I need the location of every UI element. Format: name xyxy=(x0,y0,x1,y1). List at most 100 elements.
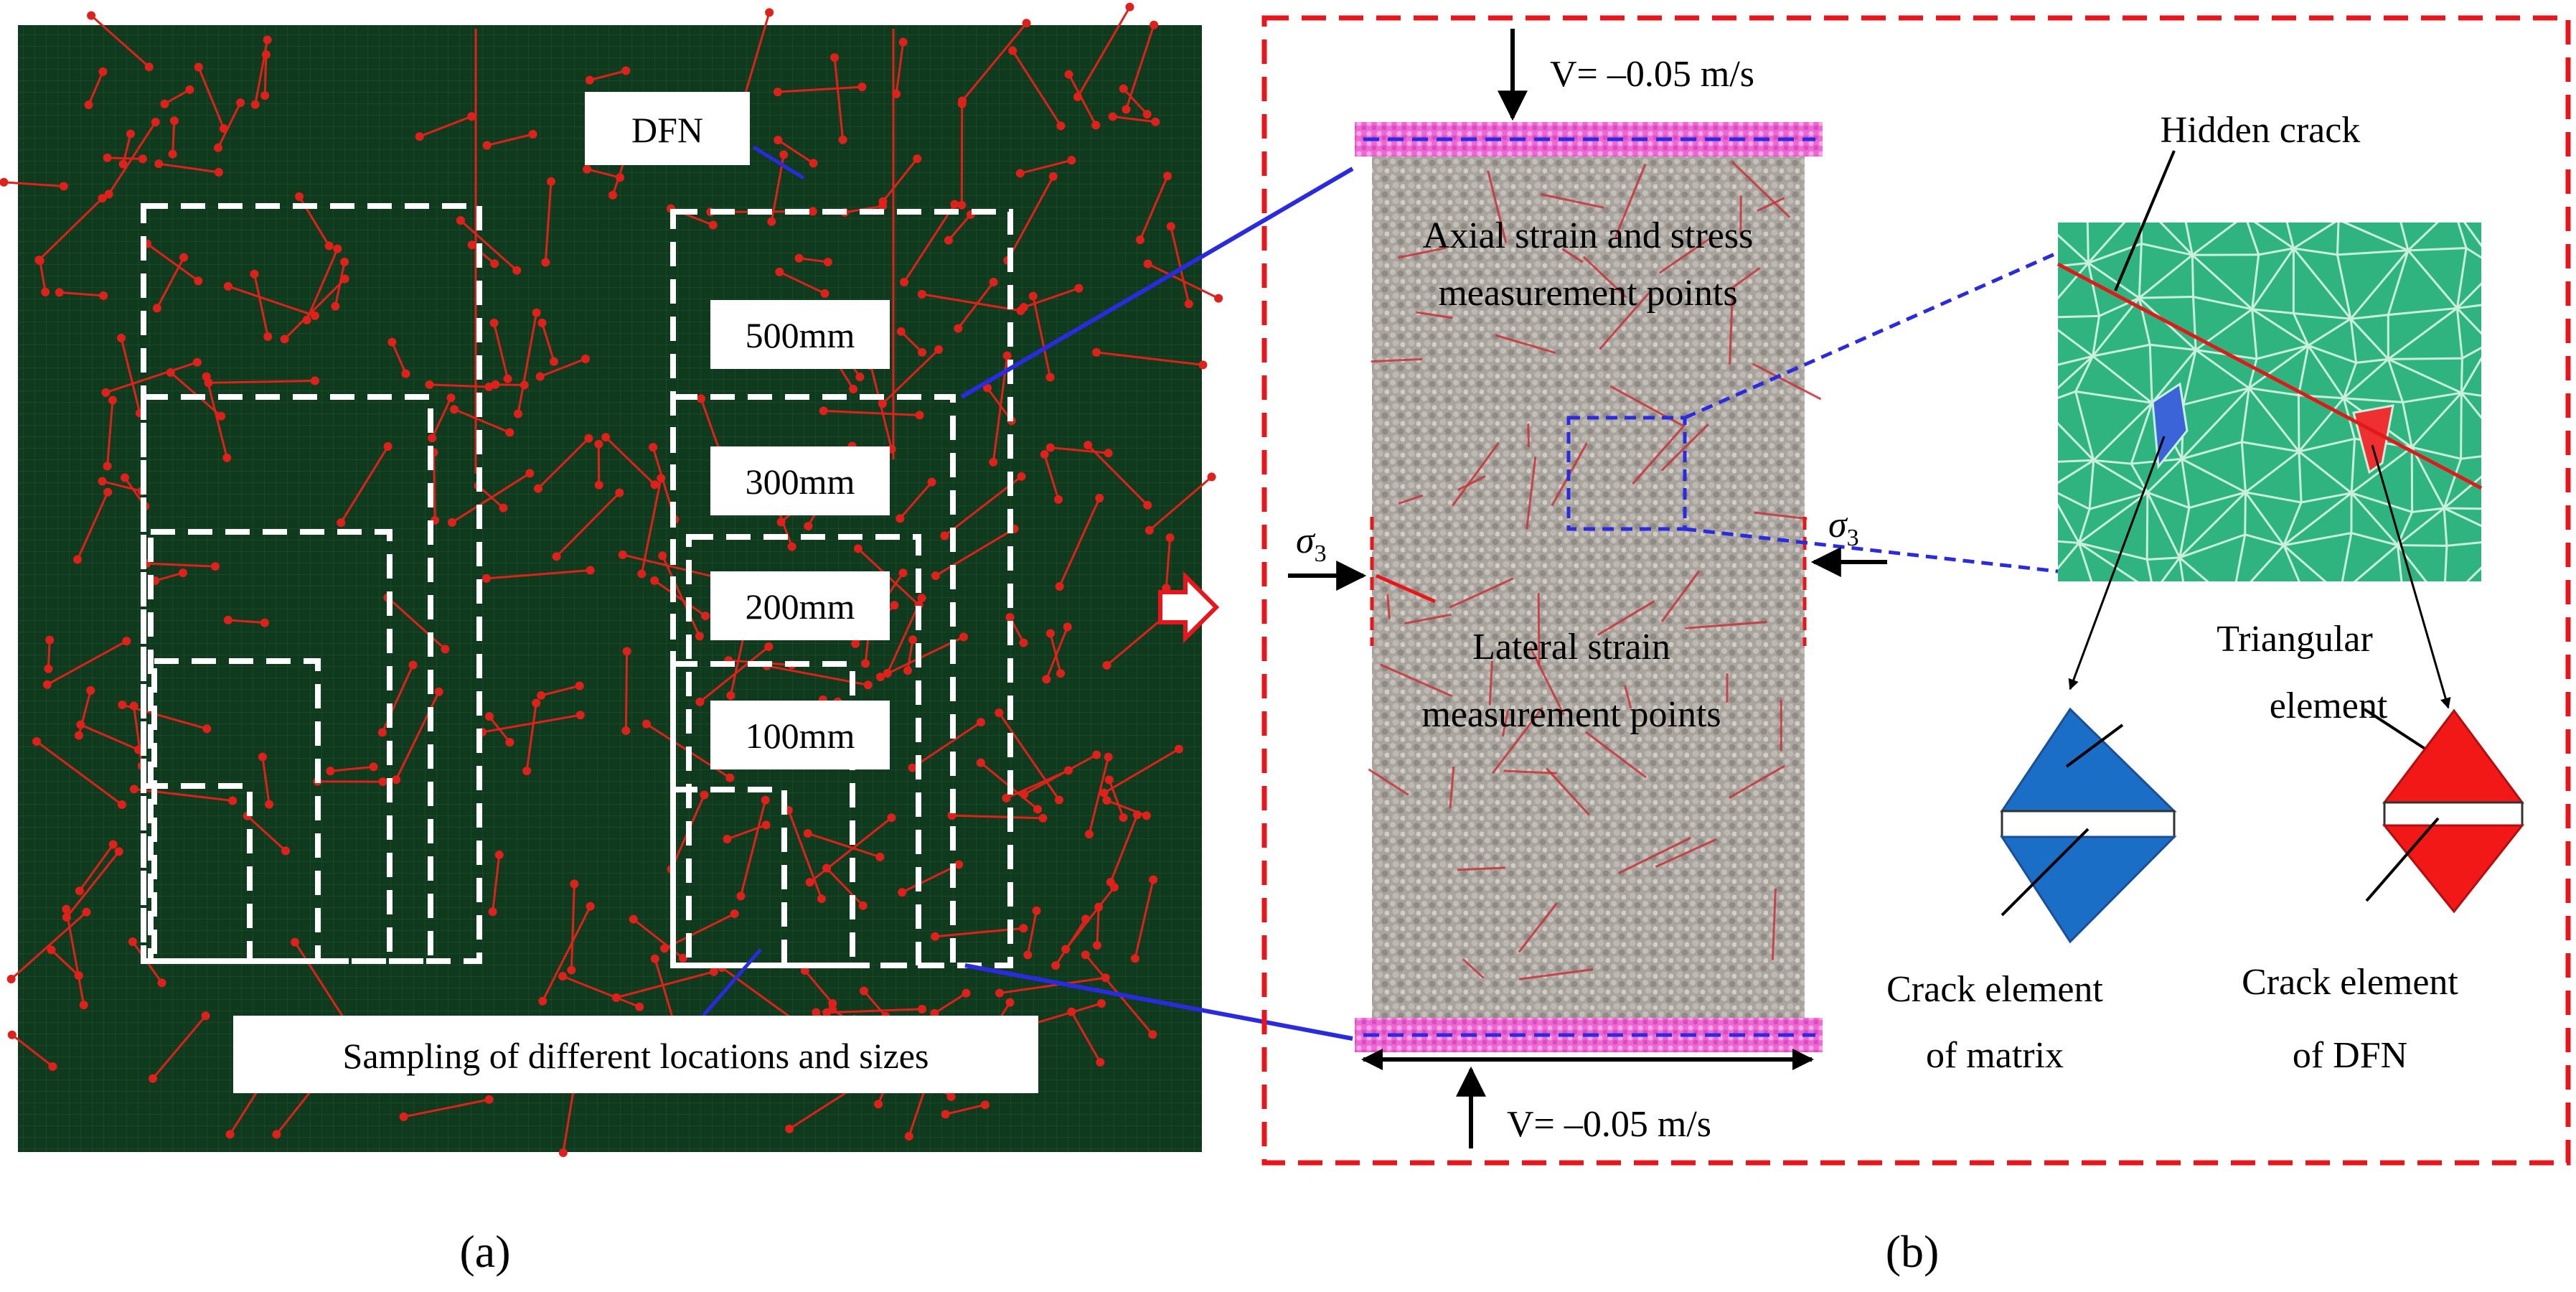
fracture-endpoint xyxy=(217,411,226,421)
fracture xyxy=(525,703,537,772)
fracture-endpoint xyxy=(1022,19,1031,28)
fracture-endpoint xyxy=(6,974,16,983)
fracture-endpoint xyxy=(144,62,154,72)
fracture xyxy=(36,740,123,806)
fracture-endpoint xyxy=(225,1130,235,1139)
fracture-endpoint xyxy=(1028,291,1038,301)
fracture xyxy=(1134,879,1155,959)
fracture xyxy=(108,121,157,195)
fracture-endpoint xyxy=(192,357,202,367)
fracture-endpoint xyxy=(522,767,532,776)
fracture xyxy=(171,121,176,154)
mesh-edge xyxy=(2087,262,2140,299)
specimen-crack xyxy=(1518,902,1559,953)
fracture-endpoint xyxy=(982,383,992,393)
mesh-edge xyxy=(2074,355,2094,393)
mesh-edge xyxy=(2086,223,2090,263)
fracture-endpoint xyxy=(1008,46,1017,55)
fracture-endpoint xyxy=(575,711,585,720)
fracture-endpoint xyxy=(1048,172,1058,181)
fracture-endpoint xyxy=(415,132,424,141)
fracture xyxy=(947,214,972,241)
fracture-endpoint xyxy=(558,972,568,981)
fracture-endpoint xyxy=(736,891,746,901)
matrix-crack-gap xyxy=(2001,810,2176,838)
fracture-endpoint xyxy=(594,439,603,449)
mesh-edge xyxy=(2058,355,2093,366)
fracture-endpoint xyxy=(446,393,456,403)
fracture xyxy=(555,492,621,558)
fracture-endpoint xyxy=(1002,793,1011,802)
fracture-endpoint xyxy=(1119,813,1128,823)
mesh-edge xyxy=(2251,248,2295,310)
fracture-endpoint xyxy=(828,999,837,1008)
fracture-endpoint xyxy=(1150,20,1159,29)
mesh-edge xyxy=(2058,314,2100,319)
mesh-edge xyxy=(2041,317,2047,368)
fracture-endpoint xyxy=(62,904,71,914)
fracture-endpoint xyxy=(399,1112,408,1121)
sample-100mm-right xyxy=(670,787,787,968)
matrix-element-leader xyxy=(2065,724,2124,768)
mesh-edge xyxy=(2251,309,2258,360)
fracture xyxy=(133,706,144,767)
fracture xyxy=(825,867,864,907)
sample-200mm-left xyxy=(148,529,392,964)
mesh-edge xyxy=(2297,345,2310,395)
fracture-endpoint xyxy=(863,680,873,690)
fracture-endpoint xyxy=(76,720,85,729)
fracture-endpoint xyxy=(1019,924,1028,933)
dfn-upper-triangle xyxy=(2382,708,2524,804)
mesh-edge xyxy=(2444,546,2448,581)
fracture-endpoint xyxy=(957,200,967,210)
fracture-endpoint xyxy=(1063,622,1072,632)
mesh-edge xyxy=(2307,345,2345,399)
mesh-edge xyxy=(2074,391,2095,461)
mesh-inset xyxy=(2041,217,2517,581)
sampling-label-box xyxy=(233,1016,1038,1093)
sample-100mm-left xyxy=(141,783,253,964)
fracture-endpoint xyxy=(117,334,126,343)
fracture xyxy=(146,243,199,282)
specimen-crack xyxy=(1398,494,1424,505)
fracture-endpoint xyxy=(570,879,579,889)
fracture-endpoint xyxy=(151,118,160,127)
mesh-edge xyxy=(2258,247,2294,256)
fracture-endpoint xyxy=(730,909,739,918)
fracture xyxy=(589,70,626,82)
mesh-edge xyxy=(2350,318,2389,360)
fracture xyxy=(899,481,933,520)
fracture-endpoint xyxy=(45,635,55,645)
fracture-endpoint xyxy=(980,1100,989,1110)
fracture-endpoint xyxy=(618,550,627,559)
fracture-endpoint xyxy=(859,986,868,996)
dfn-crack-leader xyxy=(2365,817,2440,902)
fracture-endpoint xyxy=(941,1110,950,1119)
fracture-endpoint xyxy=(120,473,129,482)
mesh-edge xyxy=(2510,453,2517,510)
sample-150mm-left xyxy=(151,658,321,964)
mesh-edge xyxy=(2286,217,2339,220)
mesh-edge xyxy=(2078,491,2148,544)
fracture-endpoint xyxy=(635,1002,644,1011)
fracture xyxy=(205,376,228,459)
fracture xyxy=(1122,88,1148,116)
mesh-edge xyxy=(2298,451,2303,502)
fracture-endpoint xyxy=(785,1124,794,1133)
specimen-crack xyxy=(1462,958,1485,979)
fracture-endpoint xyxy=(917,594,926,603)
mesh-edge xyxy=(2181,459,2191,508)
fracture-endpoint xyxy=(874,1100,883,1109)
fracture-endpoint xyxy=(108,840,118,849)
fracture-endpoint xyxy=(650,954,659,963)
mesh-edge xyxy=(2491,303,2499,343)
mesh-edge xyxy=(2189,491,2246,509)
fracture-endpoint xyxy=(82,907,91,917)
fracture-endpoint xyxy=(838,135,847,144)
mesh-edge xyxy=(2285,223,2295,249)
fracture-endpoint xyxy=(223,281,232,291)
mesh-edge xyxy=(2088,460,2095,510)
fracture-endpoint xyxy=(75,886,84,896)
lateral-label-line-1: Lateral strain xyxy=(1472,627,1670,668)
fracture-endpoint xyxy=(214,143,223,152)
